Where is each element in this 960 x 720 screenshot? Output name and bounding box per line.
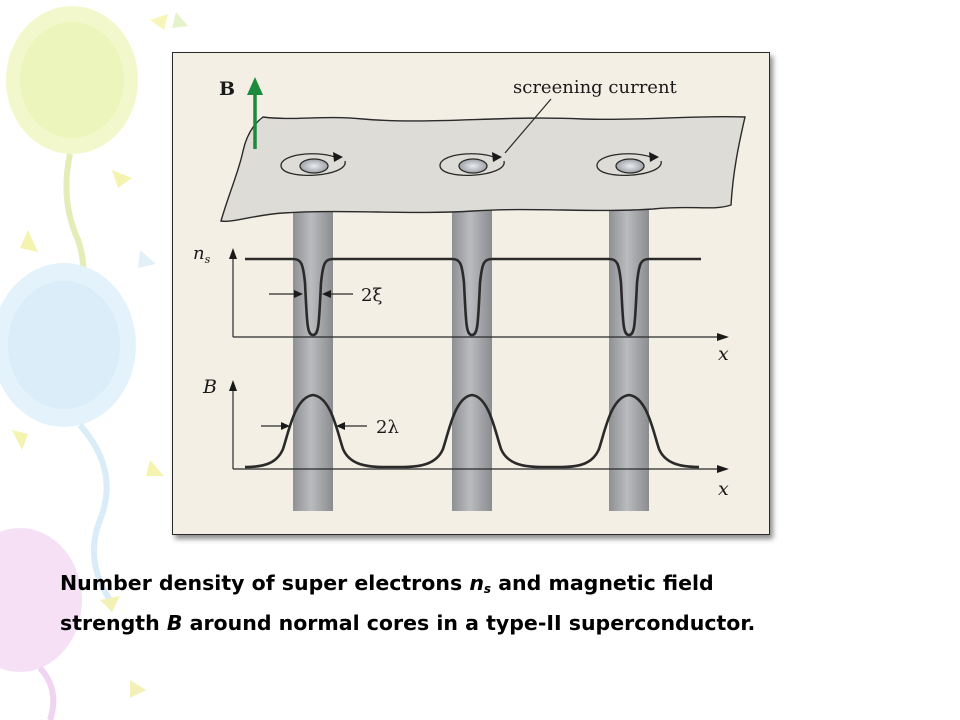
ns-curve [245, 257, 701, 337]
balloon-string-pink [37, 665, 57, 720]
coherence-width-label: 2ξ [361, 285, 382, 306]
vortex-core-hole [615, 158, 645, 174]
vortex-2 [439, 152, 505, 176]
normal-core-1 [293, 203, 333, 511]
field-arrow [247, 77, 263, 149]
confetti [146, 460, 164, 476]
balloon-blue-inner [8, 281, 120, 409]
figure-caption: Number density of super electrons ns and… [60, 566, 940, 640]
figure-frame: B screening current ns x 2ξ [172, 52, 770, 535]
screening-current-loop [439, 153, 505, 176]
b-field-curve [244, 393, 700, 469]
confetti [20, 230, 38, 252]
confetti [172, 12, 188, 28]
balloon-green-inner [20, 22, 124, 138]
penetration-width-label: 2λ [376, 417, 399, 438]
current-arrowhead [649, 152, 659, 162]
screening-current-loop [280, 153, 346, 176]
superconductor-diagram: B screening current ns x 2ξ [193, 77, 746, 511]
screening-current-loop [596, 153, 662, 176]
screening-current-leader [504, 98, 552, 154]
caption-line-2: strength B around normal cores in a type… [60, 611, 756, 635]
vortex-core-hole [458, 158, 488, 174]
current-arrowhead [492, 152, 502, 162]
x-axis-label-top: x [718, 343, 729, 365]
vortex-1 [280, 152, 346, 176]
normal-core-2 [452, 203, 492, 511]
normal-core-3 [609, 203, 649, 511]
balloon-string-blue [77, 423, 113, 602]
confetti [12, 430, 28, 450]
confetti [100, 596, 120, 612]
confetti [138, 250, 156, 268]
field-vector-label: B [219, 78, 235, 100]
vortex-core-hole [299, 158, 329, 174]
screening-current-label: screening current [513, 77, 678, 98]
coherence-width-marker [269, 290, 353, 298]
balloon-pink [0, 528, 82, 672]
ns-axis-label: ns [193, 243, 211, 266]
confetti [112, 170, 132, 188]
caption-line-1: Number density of super electrons ns and… [60, 571, 714, 596]
penetration-width-marker [261, 422, 367, 430]
confetti [150, 14, 168, 30]
confetti [130, 680, 146, 698]
b-axis-label: B [202, 376, 217, 398]
b-axis [229, 380, 729, 473]
x-axis-label-bottom: x [718, 478, 729, 500]
ns-axis [229, 248, 729, 341]
vortex-3 [596, 152, 662, 176]
current-arrowhead [333, 152, 343, 162]
